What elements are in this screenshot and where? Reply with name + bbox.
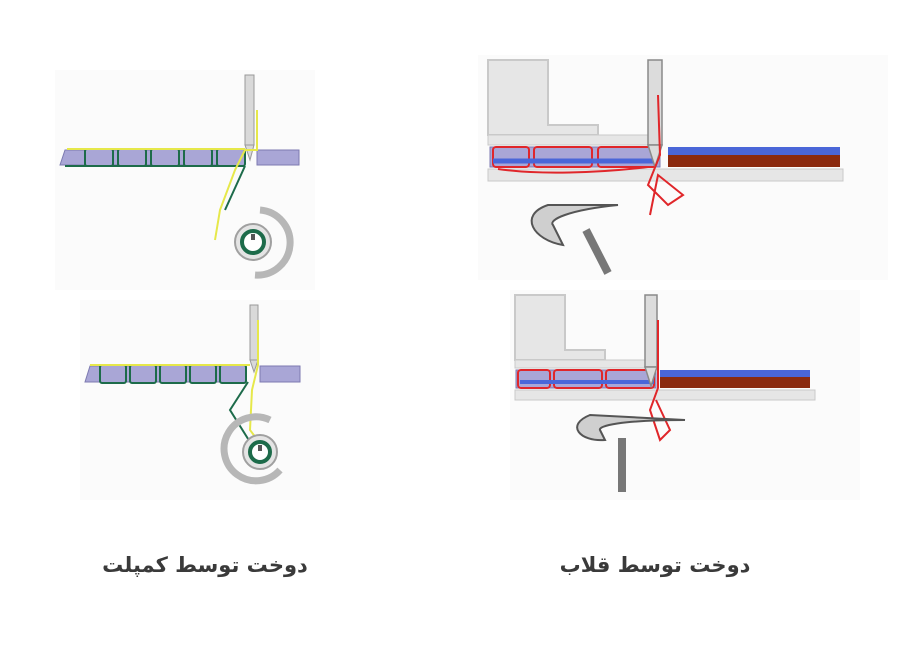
bobbin-icon xyxy=(234,206,294,279)
looper-hook-icon xyxy=(576,413,686,492)
bobbin-stitch-diagram-top xyxy=(55,70,315,290)
looper-stitch-diagram-top xyxy=(478,55,888,280)
looper-stitch-caption: دوخت توسط قلاب xyxy=(559,553,751,577)
bobbin-stitch-diagram-bottom xyxy=(80,300,320,500)
needle-icon xyxy=(244,74,255,162)
needle-icon xyxy=(249,304,259,374)
bobbin-stitch-caption: دوخت توسط کمپلت xyxy=(102,553,308,577)
looper-hook-icon xyxy=(530,204,619,275)
bobbin-icon xyxy=(220,413,283,485)
needle-icon xyxy=(643,294,659,389)
looper-stitch-diagram-bottom xyxy=(510,290,860,500)
